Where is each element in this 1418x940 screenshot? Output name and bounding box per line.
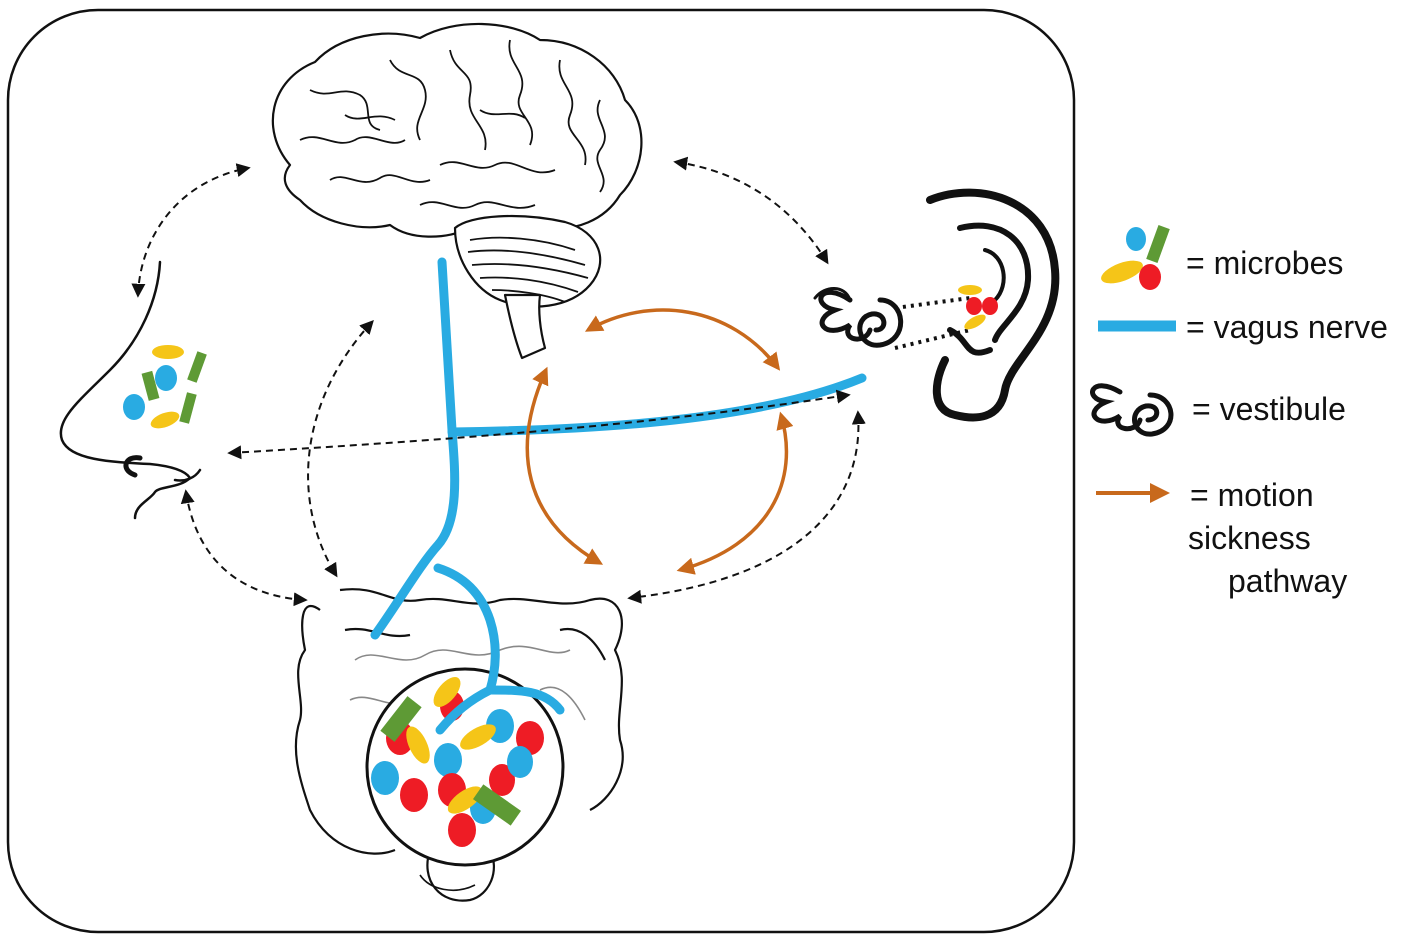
legend-microbes-icon bbox=[1101, 225, 1170, 290]
legend-motion-label-line3: pathway bbox=[1228, 563, 1348, 599]
legend-microbes-label: = microbes bbox=[1186, 245, 1344, 281]
brain-icon bbox=[271, 22, 643, 360]
communication-arrows bbox=[131, 156, 866, 607]
diagram-frame bbox=[6, 8, 1076, 934]
vestibule-ear-connector bbox=[894, 296, 971, 350]
legend-motion-label-line1: = motion bbox=[1190, 477, 1314, 513]
ear-icon bbox=[926, 188, 1060, 422]
ear-microbes bbox=[958, 285, 998, 330]
legend-vestibule-label: = vestibule bbox=[1192, 391, 1346, 427]
vestibule-icon bbox=[813, 287, 904, 348]
legend-motion-label-line2: sickness bbox=[1188, 520, 1311, 556]
legend-vestibule-icon bbox=[1090, 383, 1174, 437]
gut-microbes bbox=[365, 667, 565, 867]
motion-sickness-pathway bbox=[525, 308, 794, 575]
legend-vagus-nerve-label: = vagus nerve bbox=[1186, 309, 1388, 345]
nose-microbes bbox=[123, 345, 207, 429]
nose-icon bbox=[59, 260, 202, 520]
